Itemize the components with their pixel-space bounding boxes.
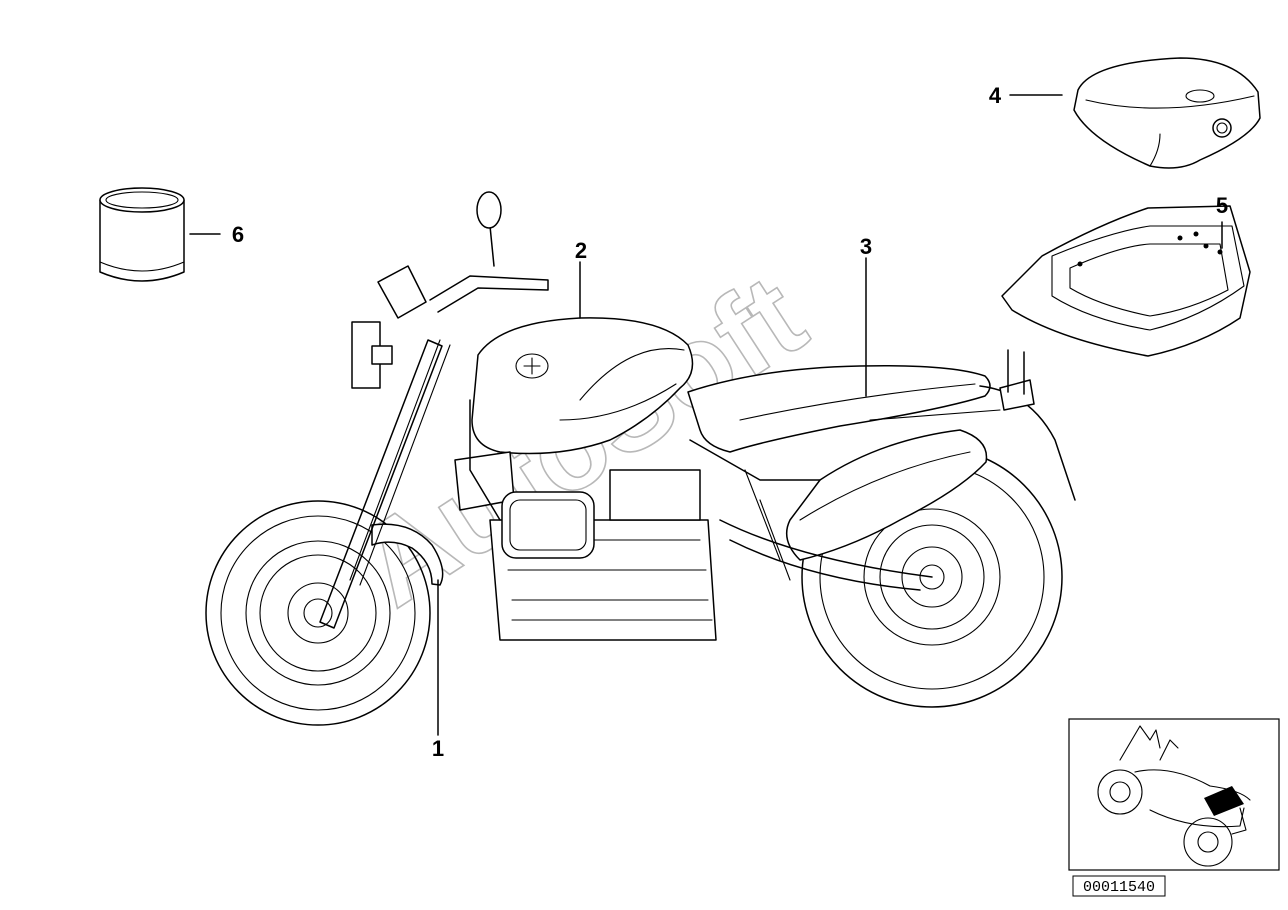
front-fender [371,523,444,586]
front-fork [319,339,443,629]
motorcycle-illustration [205,191,1076,726]
exhaust-muffler [785,429,988,561]
case-lid [1073,57,1261,169]
callout-4: 4 [989,83,1002,108]
part-number-box: 00011540 [1072,875,1166,897]
callout-6: 6 [232,222,244,247]
front-wheel [205,500,431,726]
case-base [1001,205,1251,357]
callout-5: 5 [1216,193,1228,218]
swingarm [719,519,933,591]
cylinder-sleeve [99,187,185,282]
leader-lines [189,94,1223,736]
handlebar [429,275,549,313]
callout-3: 3 [860,234,872,259]
part-number: 00011540 [1083,879,1155,896]
callout-1: 1 [432,736,444,761]
engine [454,451,717,641]
seat [687,364,991,453]
inset-thumbnail [1068,718,1280,871]
headlight [351,321,381,389]
callout-2: 2 [575,238,587,263]
inset-highlight [1204,786,1244,816]
mirror [489,225,495,267]
